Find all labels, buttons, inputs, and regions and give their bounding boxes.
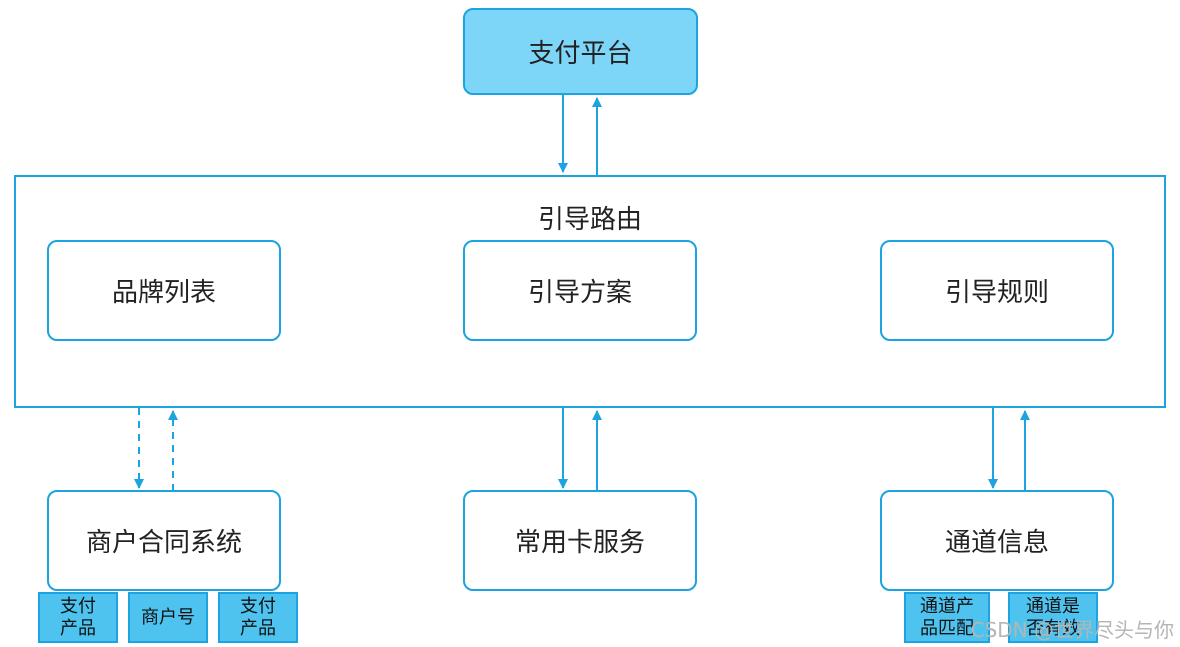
merchant-tag-merchant-id: 商户号	[128, 592, 208, 643]
channel-info-node: 通道信息	[880, 490, 1114, 591]
guide-rules-node: 引导规则	[880, 240, 1114, 341]
tag-line: 通道是	[1026, 595, 1080, 617]
merchant-contract-node: 商户合同系统	[47, 490, 281, 591]
tag-line: 品匹配	[920, 617, 974, 639]
csdn-watermark: CSDN @世界尽头与你	[970, 618, 1174, 642]
common-card-label: 常用卡服务	[514, 528, 645, 558]
guide-router-title: 引导路由	[537, 205, 642, 235]
common-card-node: 常用卡服务	[463, 490, 697, 591]
payment-platform-node: 支付平台	[463, 8, 698, 95]
guide-rules-label: 引导规则	[944, 278, 1049, 308]
tag-line: 通道产	[920, 595, 974, 617]
tag-line: 支付	[60, 595, 96, 617]
tag-line: 支付	[240, 595, 276, 617]
tag-line: 否有效	[1026, 617, 1080, 639]
tag-line: 商户号	[141, 606, 195, 628]
brand-list-node: 品牌列表	[47, 240, 281, 341]
guide-plan-node: 引导方案	[463, 240, 697, 341]
merchant-contract-label: 商户合同系统	[85, 528, 242, 558]
channel-tag-product-match: 通道产 品匹配	[904, 592, 990, 643]
merchant-tag-payment-product-2: 支付 产品	[218, 592, 298, 643]
channel-tag-validity: 通道是 否有效	[1008, 592, 1098, 643]
payment-platform-label: 支付平台	[528, 39, 633, 69]
tag-line: 产品	[60, 617, 96, 639]
brand-list-label: 品牌列表	[111, 278, 216, 308]
channel-info-label: 通道信息	[944, 528, 1049, 558]
guide-plan-label: 引导方案	[527, 278, 632, 308]
merchant-tag-payment-product-1: 支付 产品	[38, 592, 118, 643]
tag-line: 产品	[240, 617, 276, 639]
